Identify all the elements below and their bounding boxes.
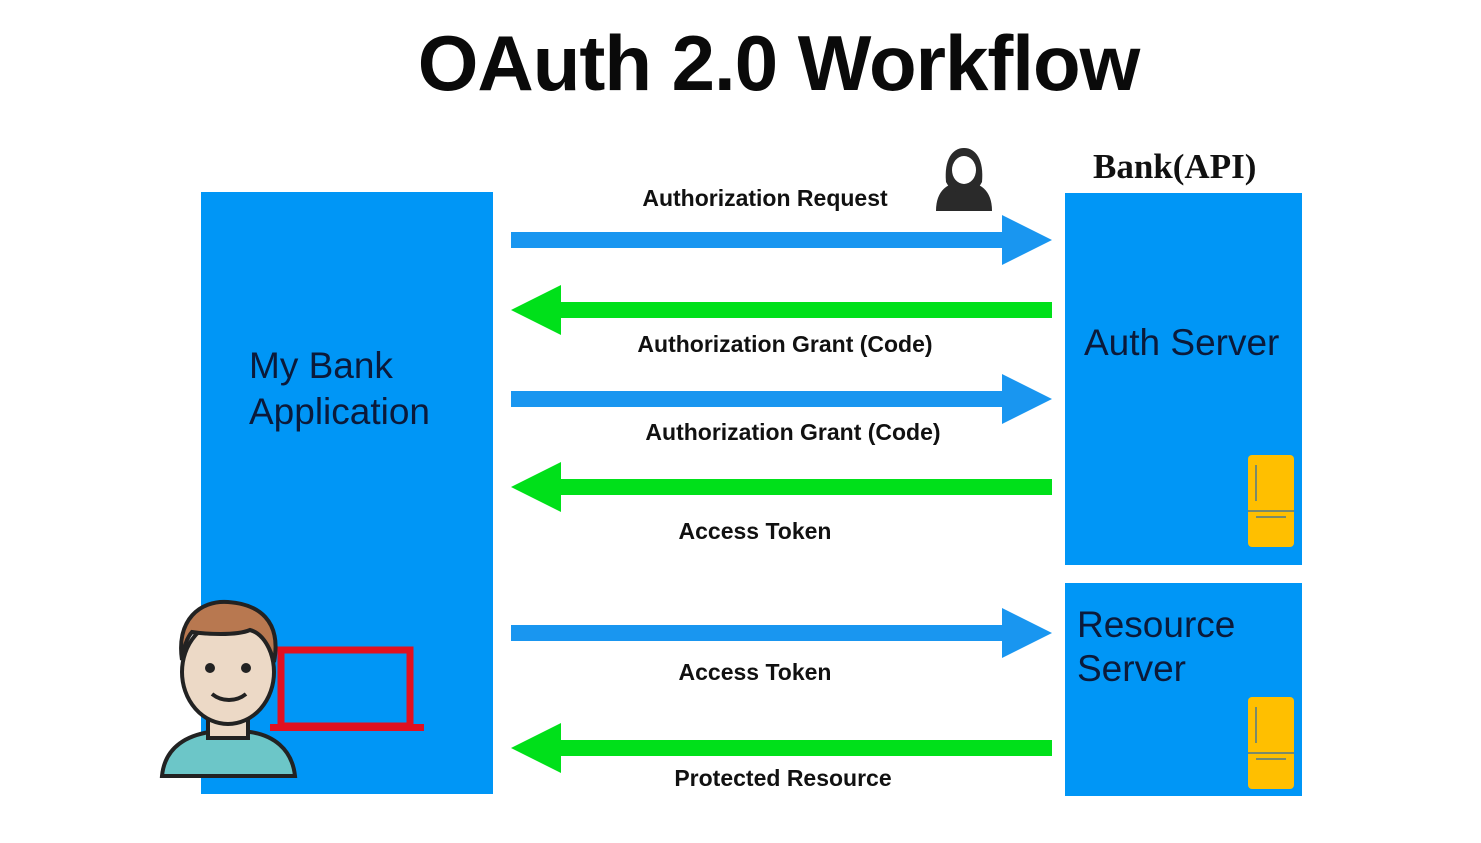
woman-user-icon — [936, 148, 992, 211]
diagram-title: OAuth 2.0 Workflow — [417, 19, 1141, 107]
response-arrow — [511, 462, 1052, 512]
client-label-line2: Application — [249, 391, 431, 432]
flow-label-access-token-response: Access Token — [678, 518, 832, 544]
flow-label-authorization-grant-request: Authorization Grant (Code) — [645, 419, 941, 445]
request-arrow — [511, 608, 1052, 658]
server-rack-icon — [1248, 455, 1294, 547]
resource-label-line2: Server — [1077, 648, 1186, 689]
resource-label-line1: Resource — [1077, 604, 1236, 645]
flow-label-protected-resource: Protected Resource — [674, 765, 892, 791]
client-app-label: My Bank Application — [249, 343, 430, 435]
auth-server-label: Auth Server — [1084, 322, 1280, 363]
user-avatar-icon — [159, 599, 298, 778]
flow-label-authorization-request: Authorization Request — [642, 185, 888, 211]
response-arrow — [511, 723, 1052, 773]
resource-server-label: Resource Server — [1077, 603, 1235, 691]
server-rack-icon — [1248, 697, 1294, 789]
request-arrow — [511, 374, 1052, 424]
response-arrow — [511, 285, 1052, 335]
flow-label-access-token-request: Access Token — [678, 659, 832, 685]
bank-api-heading: Bank(API) — [1093, 147, 1257, 186]
request-arrow — [511, 215, 1052, 265]
laptop-icon — [270, 646, 424, 731]
flow-label-authorization-grant-response: Authorization Grant (Code) — [637, 331, 933, 357]
client-label-line1: My Bank — [249, 345, 393, 386]
